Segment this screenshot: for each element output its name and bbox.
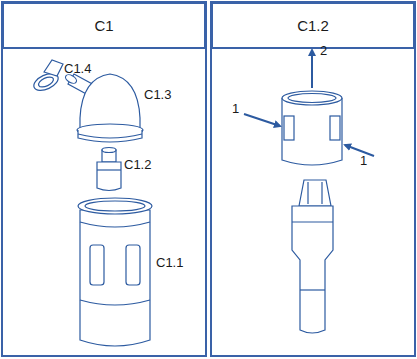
dome bbox=[80, 74, 140, 128]
cap-ring-inner bbox=[37, 75, 55, 89]
cup-window bbox=[126, 245, 140, 285]
cup-body bbox=[80, 210, 150, 346]
thread-line bbox=[78, 134, 142, 138]
callout-number: 2 bbox=[320, 44, 327, 57]
cap-tab bbox=[44, 60, 63, 76]
insert-line bbox=[97, 169, 121, 170]
panel-header: C1.2 bbox=[211, 2, 415, 49]
cup-ring bbox=[80, 222, 150, 227]
header-text: C1 bbox=[94, 17, 113, 34]
panel-frame bbox=[2, 2, 206, 356]
insert-top-end bbox=[102, 148, 116, 153]
sleeve-top bbox=[282, 91, 342, 105]
press-arrow bbox=[345, 145, 374, 156]
part-label: C1.4 bbox=[64, 62, 91, 75]
press-arrow bbox=[244, 114, 280, 126]
panel-frame bbox=[211, 2, 415, 356]
header-text: C1.2 bbox=[297, 17, 329, 34]
cup-rim bbox=[78, 198, 152, 214]
panel-header: C1 bbox=[2, 2, 206, 49]
motion-arrows bbox=[244, 50, 374, 156]
callout-number: 1 bbox=[360, 154, 367, 167]
clip-line bbox=[307, 182, 308, 204]
part-label: C1.1 bbox=[156, 256, 183, 269]
cup-rim-inner bbox=[85, 201, 145, 211]
sleeve-notch bbox=[284, 116, 294, 140]
dome-thread bbox=[78, 130, 142, 142]
nozzle-body bbox=[292, 206, 333, 333]
cup-window bbox=[90, 245, 104, 285]
callout-number: 1 bbox=[232, 102, 239, 115]
pull-arrow bbox=[311, 50, 313, 88]
clip bbox=[299, 180, 331, 206]
part-label: C1.3 bbox=[144, 88, 171, 101]
clip-line bbox=[321, 182, 322, 204]
nozzle-line bbox=[300, 289, 325, 290]
sleeve-top-inner bbox=[288, 94, 336, 103]
insert-body bbox=[97, 162, 121, 191]
sleeve-body bbox=[282, 98, 342, 165]
part-drawings bbox=[31, 60, 342, 346]
part-label: C1.2 bbox=[124, 158, 151, 171]
nozzle-line bbox=[292, 221, 333, 222]
cup-ring bbox=[80, 300, 150, 305]
sleeve-notch bbox=[330, 116, 340, 140]
